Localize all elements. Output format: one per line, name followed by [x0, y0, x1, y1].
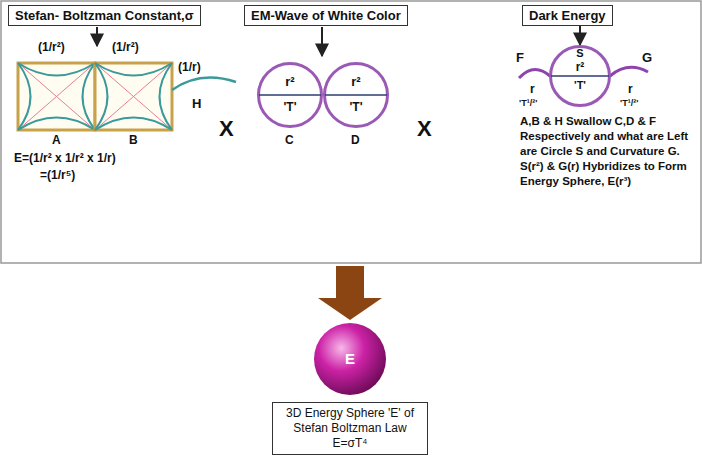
- radius-label: r: [628, 82, 633, 96]
- note: A,B & H Swallow C,D & F Respectively and…: [520, 114, 696, 189]
- energy-sphere: E: [313, 322, 387, 396]
- part-name: A: [52, 133, 61, 147]
- curvature-g: [610, 67, 648, 76]
- circle-label: 'T': [323, 100, 389, 114]
- circle-label: r²: [549, 60, 611, 74]
- temperature-label: 'T¹/²': [519, 98, 537, 108]
- down-arrow: [96, 27, 98, 46]
- radius-label: r: [530, 82, 535, 96]
- circle-label: r²: [323, 74, 389, 89]
- part-name: H: [192, 96, 201, 111]
- sphere-label: E: [313, 350, 387, 367]
- header-box: Dark Energy: [522, 5, 613, 26]
- exponent-label: (1/r): [178, 60, 201, 74]
- circle-outline: [257, 62, 323, 128]
- part-name: G: [642, 50, 652, 65]
- wave-circle: r² 'T': [323, 62, 389, 128]
- curvature-f: [519, 69, 550, 78]
- caption-text: 3D Energy Sphere 'E' of Stefan Boltzman …: [277, 406, 423, 451]
- big-down-arrow: [318, 266, 382, 320]
- down-arrow: [321, 27, 323, 56]
- square-b: [95, 63, 172, 130]
- header-box: EM-Wave of White Color: [244, 5, 408, 26]
- header-box: Stefan- Boltzman Constant,σ: [8, 5, 201, 26]
- exponent-label: (1/r²): [112, 40, 139, 54]
- part-name: C: [285, 133, 294, 147]
- dark-energy-circle: Sr² 'T': [549, 45, 611, 107]
- formula: =(1/r⁵): [40, 168, 75, 182]
- circle-label: r²: [257, 74, 323, 89]
- circle-label: 'T': [549, 79, 611, 91]
- caption-box: 3D Energy Sphere 'E' of Stefan Boltzman …: [272, 402, 428, 455]
- header-text: Stefan- Boltzman Constant,σ: [15, 8, 194, 23]
- top-panel: [1, 1, 701, 263]
- circle-label: 'T': [257, 100, 323, 114]
- part-name: F: [516, 50, 524, 65]
- header-text: Dark Energy: [529, 8, 606, 23]
- part-name: B: [129, 133, 138, 147]
- connector-arrow: [579, 26, 581, 45]
- header-text: EM-Wave of White Color: [251, 8, 401, 23]
- circle-label: S: [549, 47, 611, 59]
- multiply-sign: X: [219, 116, 234, 142]
- square-a: [18, 63, 95, 130]
- circle-outline: [323, 62, 389, 128]
- wave-circle: r² 'T': [257, 62, 323, 128]
- curvature-h: [172, 78, 236, 91]
- formula: E=(1/r² x 1/r² x 1/r): [14, 151, 116, 165]
- multiply-sign: X: [417, 116, 432, 142]
- exponent-label: (1/r²): [38, 40, 65, 54]
- part-name: D: [351, 133, 360, 147]
- temperature-label: 'T¹/²': [620, 98, 638, 108]
